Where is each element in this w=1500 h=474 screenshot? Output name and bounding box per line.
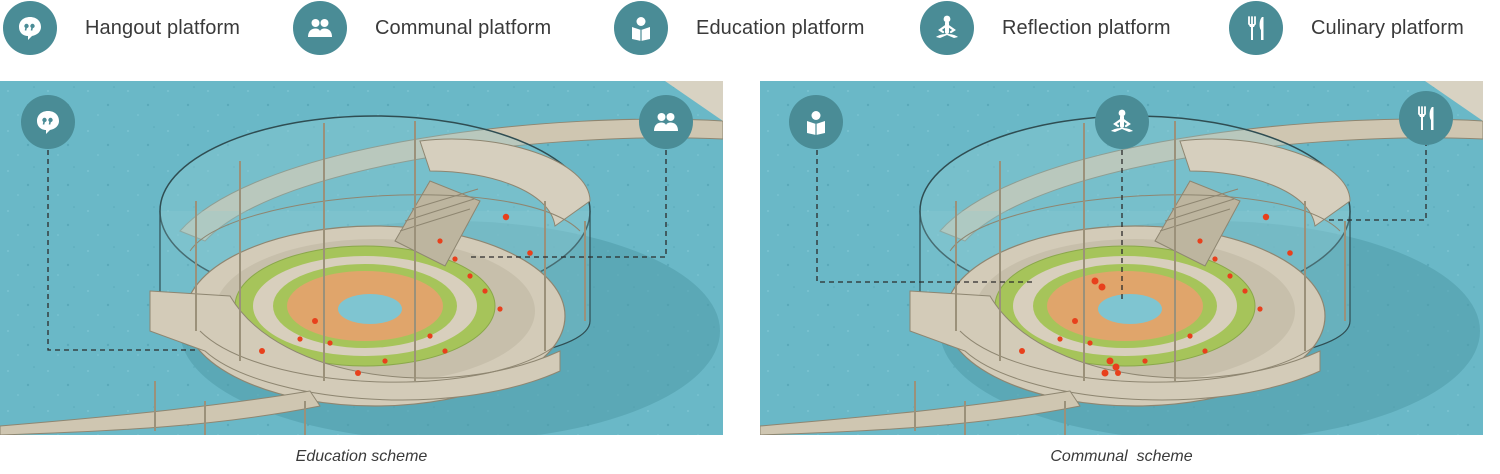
fork-knife-icon: [1399, 91, 1453, 145]
people-icon: [639, 95, 693, 149]
people-icon: [293, 1, 347, 55]
legend-label: Culinary platform: [1311, 16, 1464, 39]
reader-icon: [789, 95, 843, 149]
reader-icon: [614, 1, 668, 55]
quote-bubble-icon: [21, 95, 75, 149]
legend-item-communal: Communal platform: [293, 0, 551, 56]
education-scheme-diagram: [0, 81, 723, 435]
legend: Hangout platform Communal platform Educa…: [0, 0, 1500, 56]
leader-line: [47, 141, 196, 351]
communal-scheme-rendering: [760, 81, 1483, 435]
meditation-icon: [1095, 95, 1149, 149]
education-scheme-rendering: [0, 81, 723, 435]
meditation-icon: [920, 1, 974, 55]
legend-item-reflection: Reflection platform: [920, 0, 1171, 56]
scheme-caption: Communal scheme: [1050, 448, 1193, 465]
legend-item-hangout: Hangout platform: [3, 0, 240, 56]
fork-knife-icon: [1229, 1, 1283, 55]
legend-label: Reflection platform: [1002, 16, 1171, 39]
legend-item-education: Education platform: [614, 0, 865, 56]
leader-line: [1325, 141, 1427, 221]
quote-bubble-icon: [3, 1, 57, 55]
legend-item-culinary: Culinary platform: [1229, 0, 1464, 56]
legend-label: Communal platform: [375, 16, 552, 39]
legend-label: Education platform: [696, 16, 865, 39]
leader-line: [816, 141, 1035, 283]
legend-label: Hangout platform: [85, 16, 241, 39]
leader-line: [470, 141, 667, 258]
communal-scheme-diagram: [760, 81, 1483, 435]
scheme-caption: Education scheme: [295, 448, 428, 465]
